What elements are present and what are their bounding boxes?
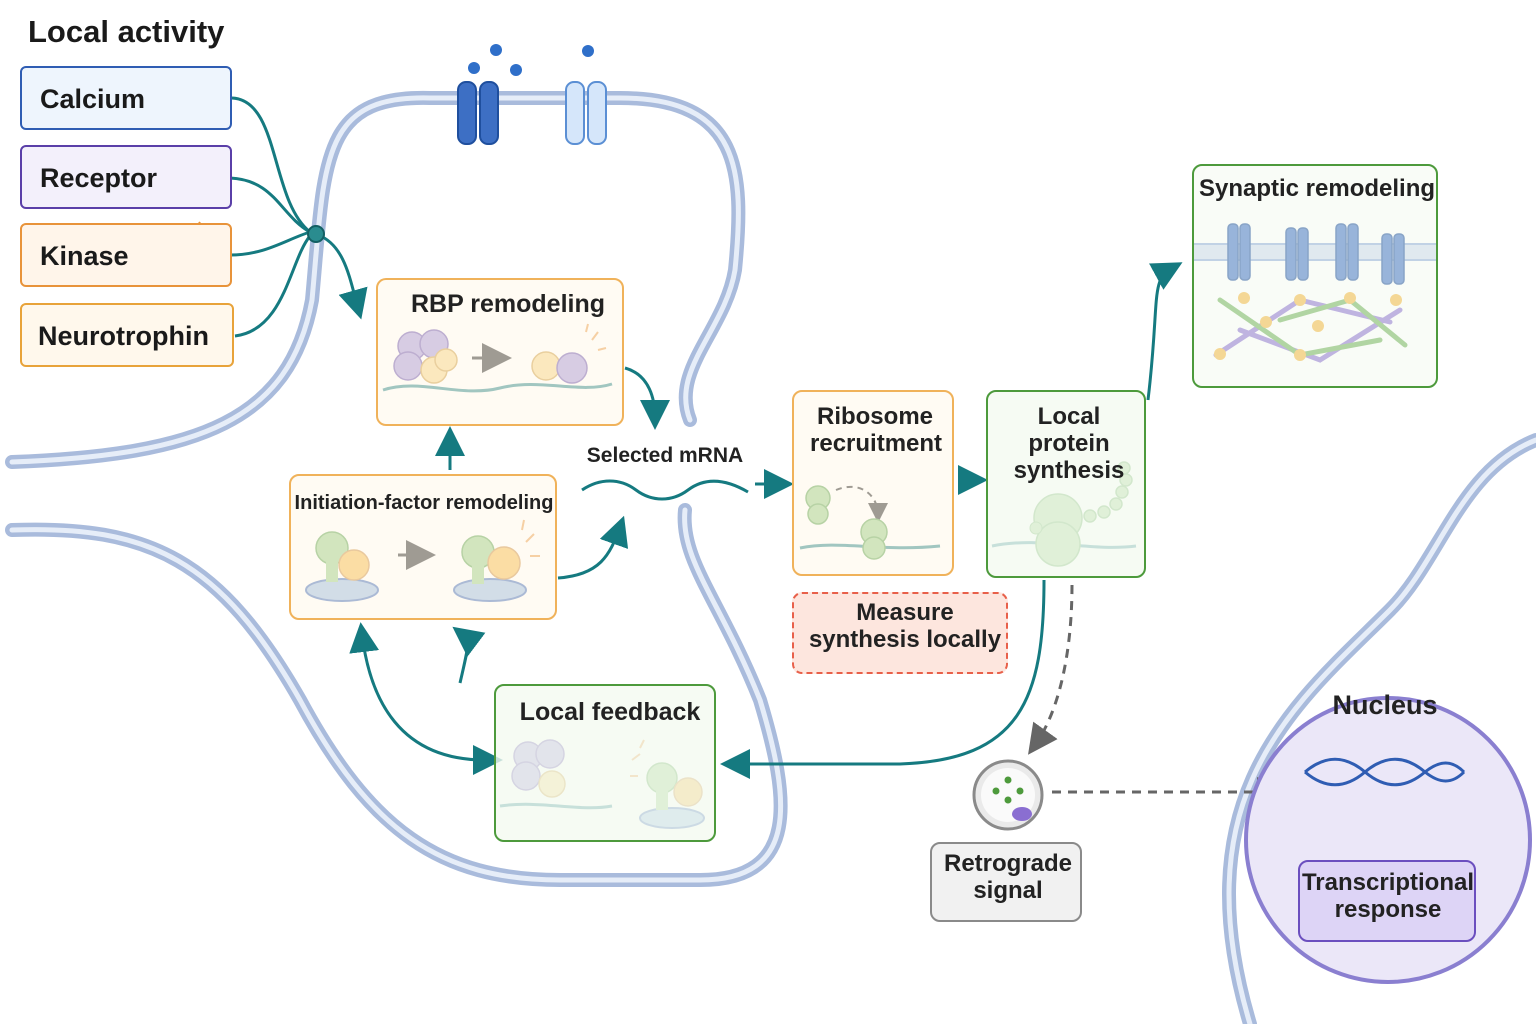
selected-mrna-label: Selected mRNA xyxy=(586,444,744,467)
local-feedback-box xyxy=(494,684,716,842)
page-title: Local activity xyxy=(28,14,225,49)
input-neurotrophin: Neurotrophin xyxy=(20,303,234,367)
initiation-factor-box xyxy=(289,474,557,620)
input-kinase: Kinase xyxy=(20,223,232,287)
measure-synthesis-box xyxy=(792,592,1008,674)
retrograde-signal-box xyxy=(930,842,1082,922)
input-calcium: Calcium xyxy=(20,66,232,130)
measure-synthesis-label: Measure synthesis locally xyxy=(808,599,1002,653)
local-feedback-label: Local feedback xyxy=(519,698,701,726)
rbp-remodeling-label: RBP remodeling xyxy=(410,290,606,318)
synaptic-remodeling-label: Synaptic remodeling xyxy=(1198,175,1436,202)
local-protein-synthesis-label: Local protein synthesis xyxy=(1013,403,1125,484)
mrna-strand xyxy=(581,479,749,501)
initiation-factor-label: Initiation-factor remodeling xyxy=(294,492,554,514)
nucleus-label: Nucleus xyxy=(1332,690,1438,720)
local-protein-synthesis-box xyxy=(986,390,1146,578)
transcriptional-response-label: Transcriptional response xyxy=(1301,869,1475,923)
ribosome-recruitment-box xyxy=(792,390,954,576)
ribosome-recruitment-label: Ribosome recruitment xyxy=(810,403,943,457)
rbp-remodeling-box xyxy=(376,278,624,426)
flow-arrows xyxy=(349,262,1183,779)
signal-hub xyxy=(307,225,325,243)
input-neurotrophin-label: Neurotrophin xyxy=(38,321,209,351)
vesicle-icon xyxy=(972,759,1044,831)
transcriptional-response-box xyxy=(1298,860,1476,942)
input-receptor: Receptor xyxy=(20,145,232,209)
input-receptor-label: Receptor xyxy=(40,163,158,193)
input-calcium-label: Calcium xyxy=(40,84,146,114)
retrograde-signal-label: Retrograde signal xyxy=(943,850,1073,904)
input-kinase-label: Kinase xyxy=(40,241,129,271)
dna-icon xyxy=(1304,757,1466,787)
input-connector-arrows xyxy=(229,96,368,338)
synaptic-remodeling-box xyxy=(1192,164,1438,388)
dendrite-membrane xyxy=(5,90,1536,1024)
ion-channel-icon xyxy=(457,44,607,145)
